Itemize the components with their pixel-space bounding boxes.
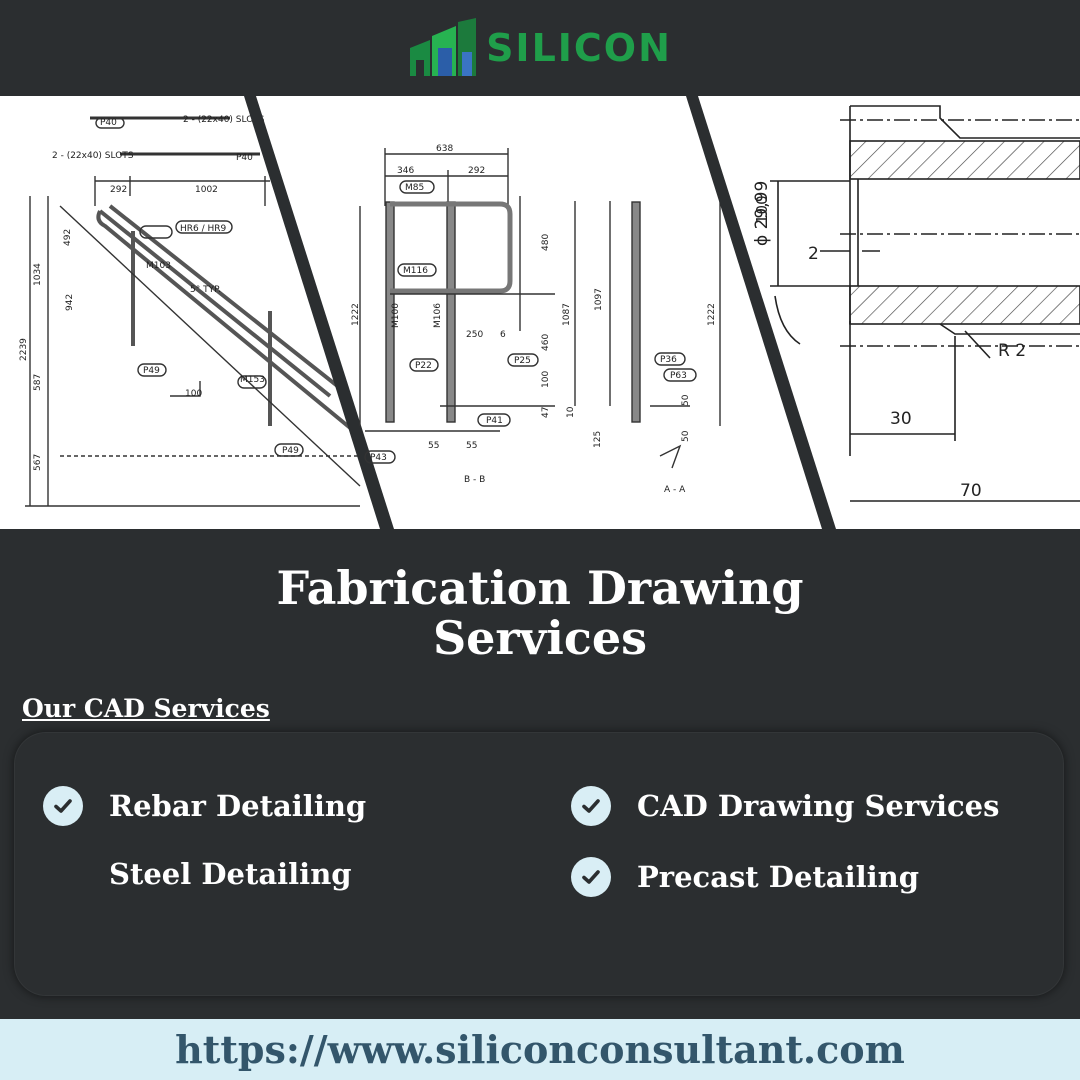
svg-text:1034: 1034	[33, 263, 43, 286]
svg-text:P25: P25	[514, 356, 531, 366]
svg-text:ϕ 29,99: ϕ 29,99	[752, 181, 772, 246]
svg-text:480: 480	[541, 234, 551, 251]
svg-text:1002: 1002	[195, 185, 218, 195]
svg-text:47: 47	[541, 407, 551, 418]
service-item-cad-drawing-services: CAD Drawing Services	[571, 786, 999, 826]
svg-text:M106: M106	[433, 303, 443, 328]
page-title-line-1: Fabrication Drawing	[276, 561, 804, 615]
service-item-rebar-detailing: Rebar Detailing	[43, 786, 366, 826]
panel1-annotations: P40 2 - (22x40) SLOTS 2 - (22x40) SLOTS …	[19, 115, 299, 471]
svg-text:P40: P40	[236, 153, 253, 163]
svg-text:P36: P36	[660, 355, 677, 365]
svg-text:5° TYP.: 5° TYP.	[190, 285, 221, 295]
svg-text:M100: M100	[391, 303, 401, 328]
svg-text:638: 638	[436, 144, 453, 154]
svg-text:125: 125	[593, 431, 603, 448]
check-circle-icon	[43, 786, 83, 826]
svg-text:70: 70	[960, 481, 982, 501]
svg-text:10: 10	[566, 406, 576, 418]
cad-drawings-image: P40 2 - (22x40) SLOTS 2 - (22x40) SLOTS …	[19, 96, 1080, 529]
brand-name: SILICON	[486, 26, 672, 70]
svg-text:1222: 1222	[707, 303, 717, 326]
service-label: Precast Detailing	[637, 860, 919, 894]
svg-text:292: 292	[110, 185, 127, 195]
page-title: Fabrication Drawing Services	[0, 563, 1080, 663]
svg-text:M116: M116	[403, 266, 428, 276]
website-link[interactable]: https://www.siliconconsultant.com	[175, 1027, 905, 1072]
drawing-panel-guardrail	[359, 148, 721, 469]
service-label: Rebar Detailing	[109, 789, 367, 823]
svg-text:100: 100	[753, 195, 771, 224]
svg-text:P49: P49	[143, 366, 160, 376]
svg-text:460: 460	[541, 334, 551, 351]
svg-text:P22: P22	[415, 361, 432, 371]
svg-text:2 - (22x40) SLOTS: 2 - (22x40) SLOTS	[183, 115, 265, 125]
logo[interactable]: SILICON	[408, 18, 672, 78]
silicon-building-logo-icon	[410, 18, 477, 76]
svg-text:M85: M85	[405, 183, 424, 193]
drawing-panel-stair-railing	[25, 116, 362, 507]
panel2-annotations: 638 346 292 M85 M116 M100 M106 P22 P25 P…	[351, 144, 717, 495]
svg-text:346: 346	[397, 166, 414, 176]
svg-text:6: 6	[500, 330, 506, 340]
svg-text:P41: P41	[486, 416, 503, 426]
check-circle-icon	[571, 857, 611, 897]
svg-text:A - A: A - A	[664, 485, 686, 495]
svg-text:567: 567	[33, 454, 43, 471]
header: SILICON	[0, 0, 1080, 96]
check-circle-icon	[571, 786, 611, 826]
svg-text:492: 492	[63, 229, 73, 246]
svg-text:HR6 / HR9: HR6 / HR9	[180, 224, 227, 234]
svg-text:1097: 1097	[594, 288, 604, 311]
panel3-annotations: ϕ 29,99 100 2 R 2 30 70	[752, 181, 1026, 501]
svg-text:55: 55	[428, 441, 439, 451]
svg-text:50: 50	[681, 394, 691, 406]
svg-text:M103: M103	[146, 261, 171, 271]
svg-text:B - B: B - B	[464, 475, 485, 485]
services-heading: Our CAD Services	[22, 694, 270, 723]
svg-text:587: 587	[33, 374, 43, 391]
svg-text:30: 30	[890, 409, 912, 429]
svg-text:2: 2	[808, 244, 819, 264]
svg-text:M153: M153	[240, 375, 265, 385]
service-label: CAD Drawing Services	[637, 789, 1000, 823]
svg-text:R 2: R 2	[998, 341, 1026, 361]
drawing-panel-shaft-section	[770, 105, 1080, 502]
svg-text:50: 50	[681, 430, 691, 442]
svg-text:2 - (22x40) SLOTS: 2 - (22x40) SLOTS	[52, 151, 134, 161]
svg-text:292: 292	[468, 166, 485, 176]
drawings-banner: P40 2 - (22x40) SLOTS 2 - (22x40) SLOTS …	[0, 96, 1080, 529]
svg-text:250: 250	[466, 330, 483, 340]
svg-text:1222: 1222	[351, 303, 361, 326]
svg-text:2239: 2239	[19, 338, 29, 361]
footer-bar: https://www.siliconconsultant.com	[0, 1019, 1080, 1080]
service-item-precast-detailing: Precast Detailing	[571, 857, 919, 897]
service-item-steel-detailing: Steel Detailing	[109, 857, 352, 891]
svg-text:P40: P40	[100, 118, 117, 128]
svg-text:942: 942	[65, 294, 75, 311]
svg-text:55: 55	[466, 441, 477, 451]
service-label: Steel Detailing	[109, 857, 352, 891]
page-title-line-2: Services	[432, 611, 648, 665]
svg-text:100: 100	[185, 389, 202, 399]
svg-text:P49: P49	[282, 446, 299, 456]
services-card	[14, 732, 1064, 996]
svg-text:P63: P63	[670, 371, 687, 381]
svg-text:P43: P43	[370, 453, 387, 463]
svg-text:100: 100	[541, 371, 551, 388]
svg-text:1087: 1087	[562, 303, 572, 326]
